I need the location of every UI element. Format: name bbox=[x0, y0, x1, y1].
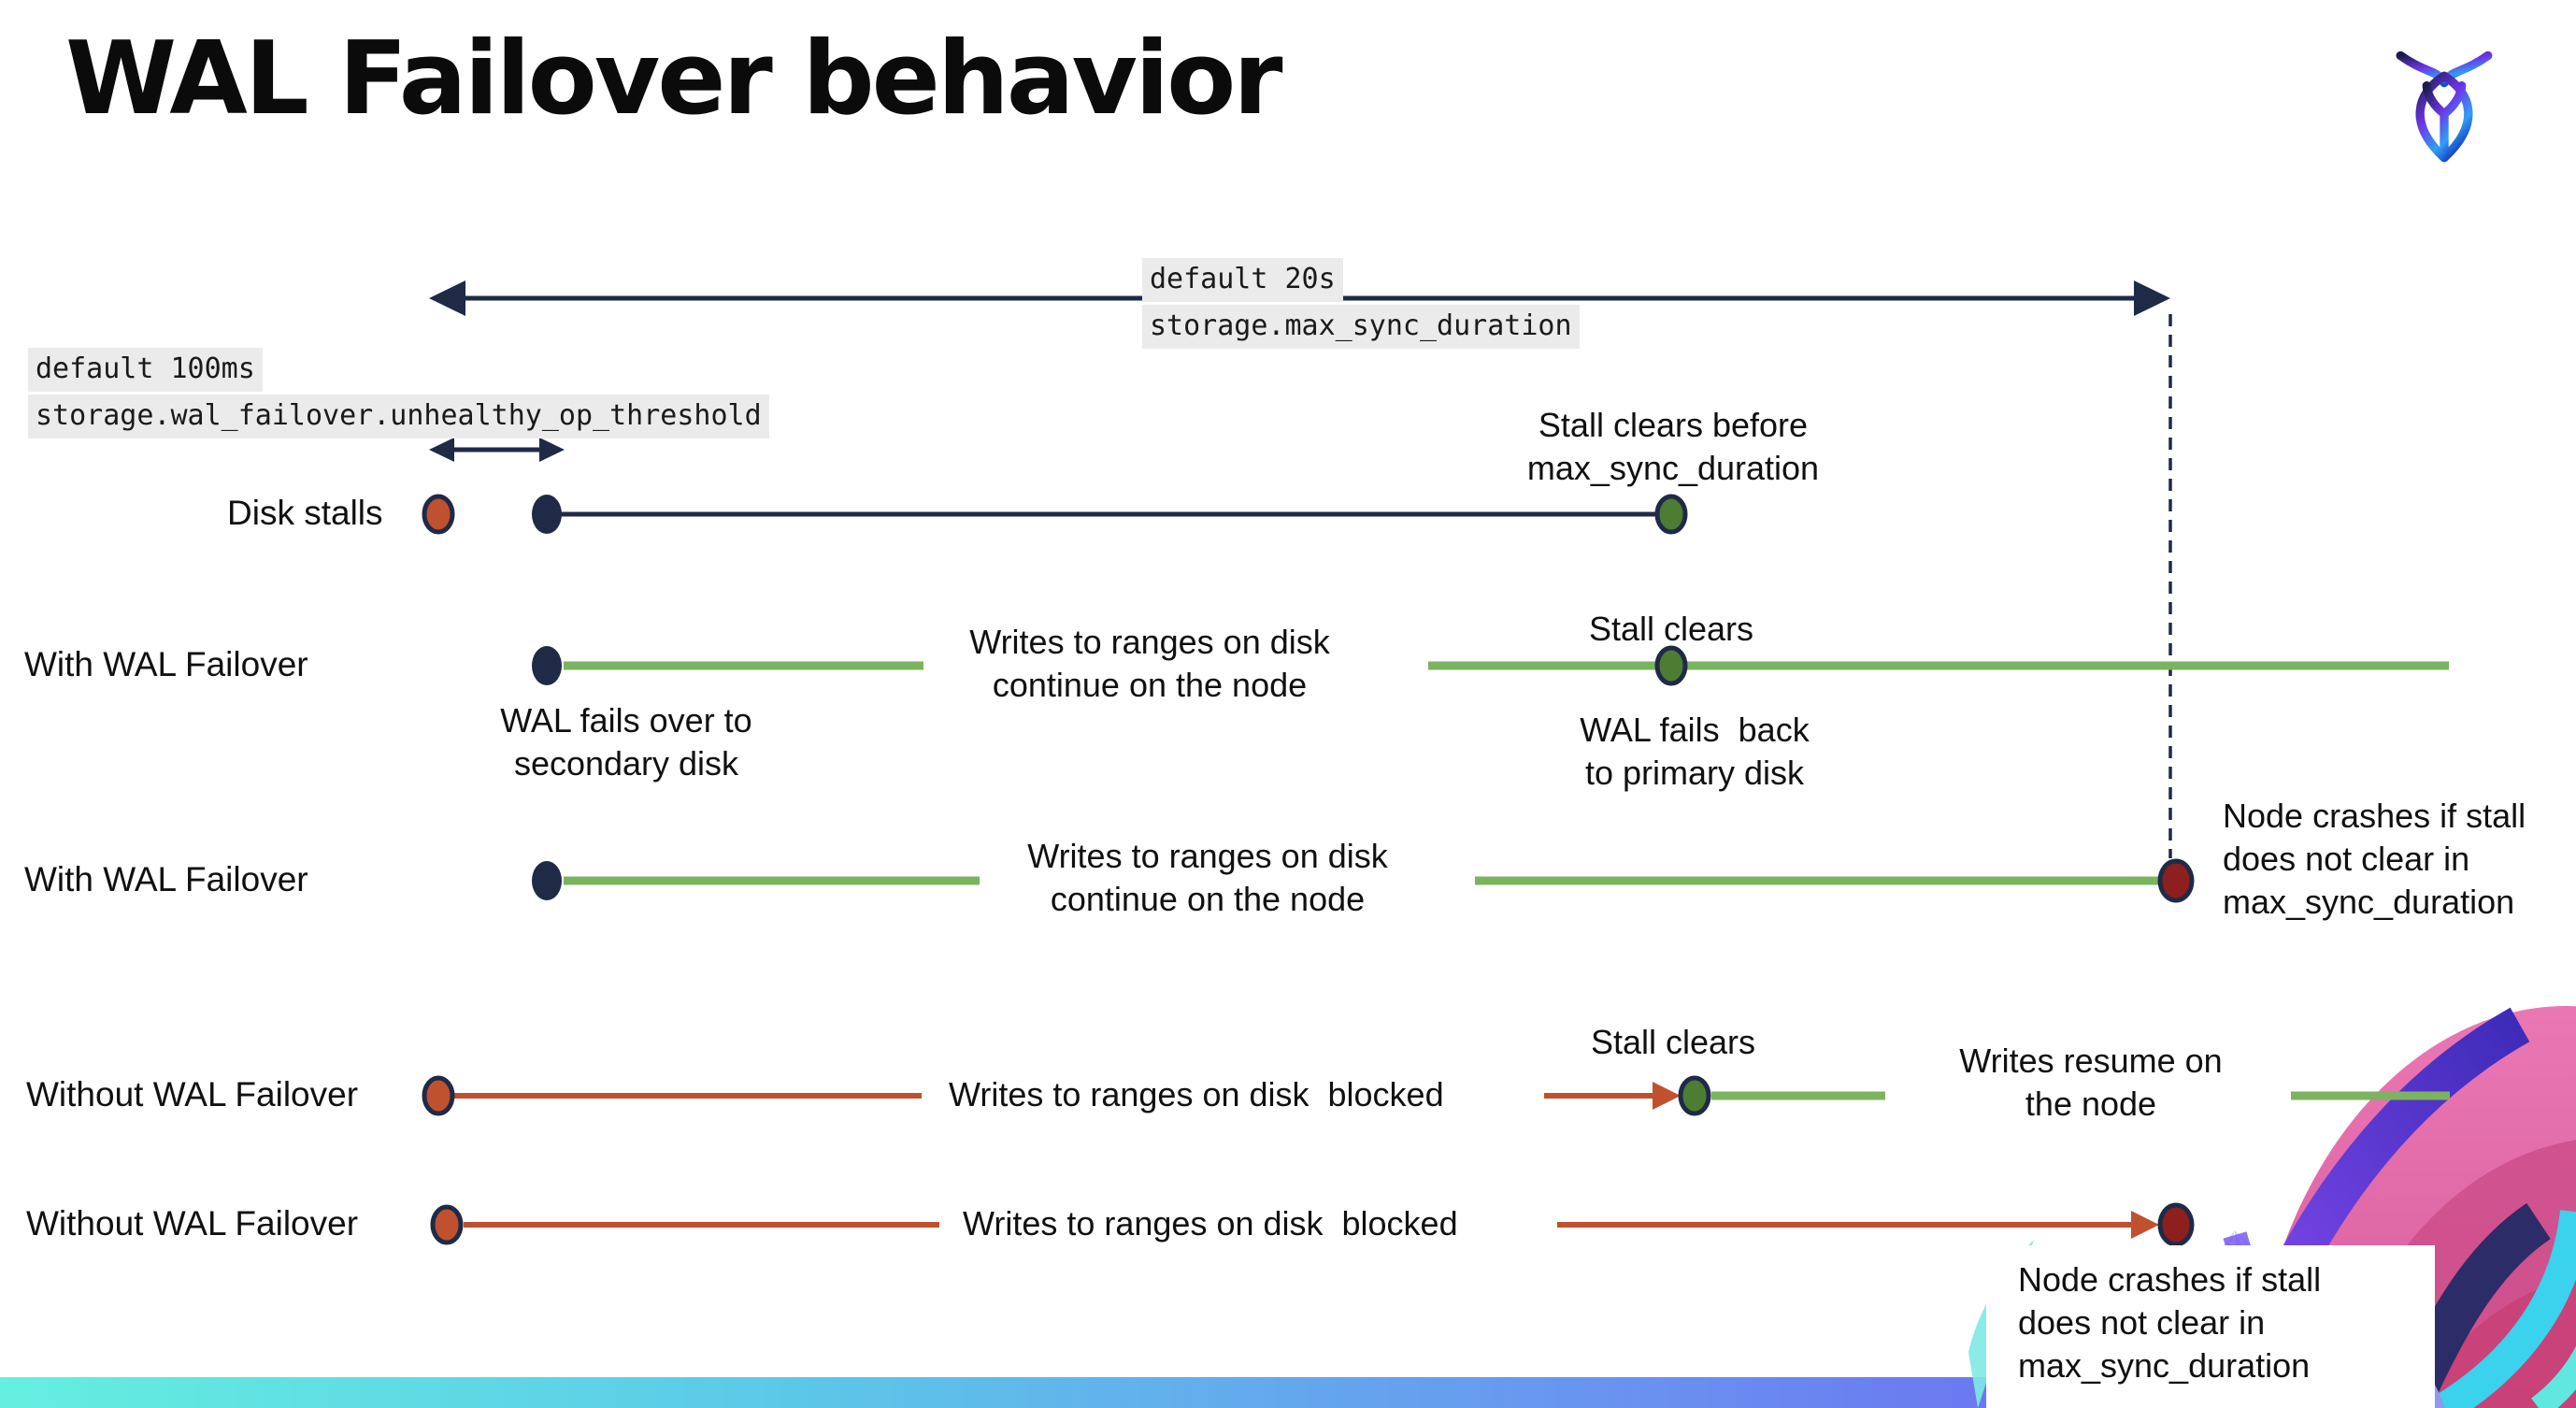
wal-fails-over-note: WAL fails over to secondary disk bbox=[500, 701, 752, 783]
row-label-disk-stalls: Disk stalls bbox=[227, 494, 383, 532]
failback-dot bbox=[1654, 645, 1688, 686]
arrowhead-right-icon bbox=[1653, 1082, 1681, 1110]
arrowhead-right-icon bbox=[539, 438, 565, 462]
writes-continue-note-1: Writes to ranges on disk continue on the… bbox=[969, 623, 1330, 704]
writes-blocked-note-2: Writes to ranges on disk blocked bbox=[963, 1204, 1458, 1243]
stall-clears-dot bbox=[1654, 494, 1688, 535]
failover-dot bbox=[532, 646, 562, 685]
arrowhead-right-icon bbox=[2134, 280, 2170, 316]
row-label-with-wal-failover-2: With WAL Failover bbox=[24, 860, 308, 898]
writes-resume-note: Writes resume on the node bbox=[1959, 1042, 2223, 1123]
wal-fails-back-note: WAL fails back to primary disk bbox=[1580, 711, 1810, 792]
max-sync-setting-name: storage.max_sync_duration bbox=[1142, 305, 1580, 349]
unhealthy-op-threshold-arrow bbox=[429, 438, 565, 462]
arrowhead-left-icon bbox=[429, 438, 454, 462]
stall-start-dot bbox=[430, 1204, 464, 1245]
writes-continue-note-2: Writes to ranges on disk continue on the… bbox=[1027, 837, 1388, 918]
unhealthy-op-setting-name: storage.wal_failover.unhealthy_op_thresh… bbox=[28, 395, 769, 438]
stall-start-dot bbox=[422, 494, 455, 535]
unhealthy-op-threshold-label: default 100ms storage.wal_failover.unhea… bbox=[28, 348, 769, 438]
stall-clears-before-note: Stall clears before max_sync_duration bbox=[1526, 406, 1820, 487]
threshold-dot bbox=[532, 495, 562, 534]
stall-clears-dot bbox=[1678, 1075, 1711, 1116]
arrowhead-left-icon bbox=[429, 280, 465, 316]
timeline-row-disk-stalls bbox=[422, 494, 1688, 535]
row-label-without-wal-failover-2: Without WAL Failover bbox=[26, 1204, 359, 1243]
max-sync-duration-label: default 20s storage.max_sync_duration bbox=[1142, 258, 1580, 349]
row-label-without-wal-failover-1: Without WAL Failover bbox=[26, 1075, 359, 1113]
max-sync-default-value: default 20s bbox=[1142, 258, 1343, 302]
node-crashes-note-1: Node crashes if stall does not clear in … bbox=[2223, 797, 2526, 921]
cockroachdb-logo-icon bbox=[2396, 50, 2493, 163]
stall-clears-note-1: Stall clears bbox=[1588, 610, 1754, 648]
timeline-row-with-failover-clears bbox=[532, 645, 2449, 686]
row-label-with-wal-failover-1: With WAL Failover bbox=[24, 645, 308, 683]
unhealthy-op-default-value: default 100ms bbox=[28, 348, 263, 392]
stall-start-dot bbox=[422, 1075, 455, 1116]
node-crash-dot bbox=[2157, 858, 2195, 903]
writes-blocked-note-1: Writes to ranges on disk blocked bbox=[949, 1075, 1444, 1113]
stall-clears-note-2: Stall clears bbox=[1590, 1023, 1756, 1061]
node-crashes-note-2: Node crashes if stall does not clear in … bbox=[2018, 1260, 2322, 1385]
failover-dot bbox=[532, 861, 562, 900]
page-title: WAL Failover behavior bbox=[65, 21, 1283, 137]
node-crashes-callout-box: Node crashes if stall does not clear in … bbox=[1986, 1245, 2435, 1408]
